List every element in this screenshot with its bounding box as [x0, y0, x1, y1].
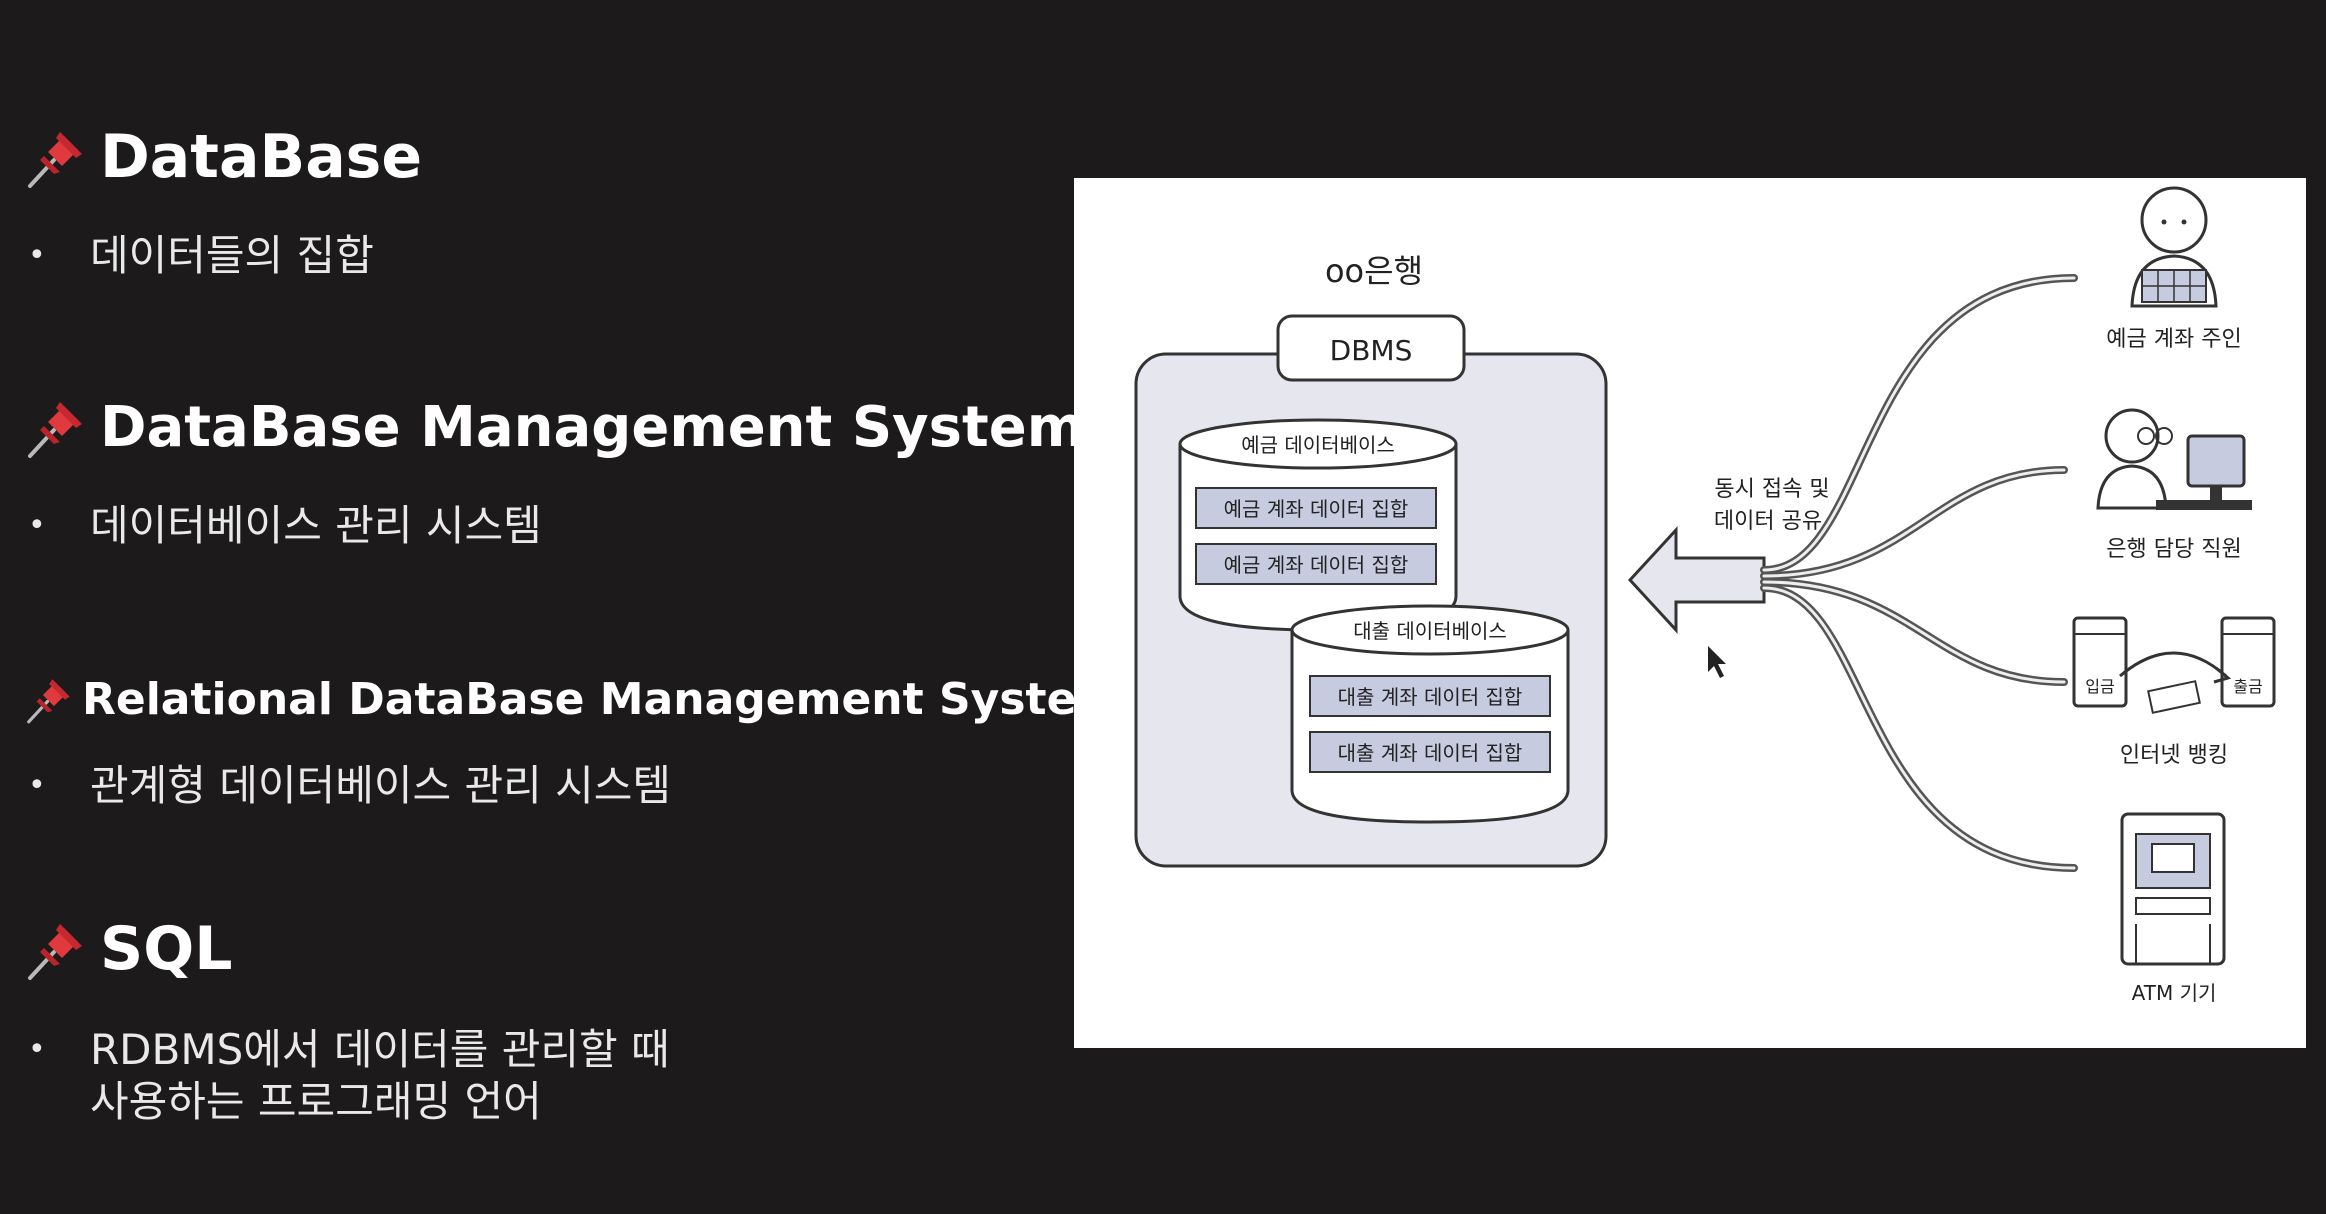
section-title: DataBase Management System — [100, 394, 1086, 460]
shared-access-arrow — [1627, 526, 1766, 634]
deposit-database: 예금 데이터베이스 예금 계좌 데이터 집합 예금 계좌 데이터 집합 — [1178, 418, 1458, 632]
section-title: SQL — [100, 914, 233, 984]
section-title: DataBase — [100, 122, 423, 192]
section-sql: SQL — [24, 910, 232, 988]
deposit-db-label: 예금 데이터베이스 — [1241, 433, 1395, 457]
deposit-owner-figure — [2130, 186, 2218, 308]
section-heading: SQL — [24, 910, 232, 988]
user-label: ATM 기기 — [2132, 981, 2217, 1005]
bank-label: oo은행 — [1325, 252, 1423, 290]
section-heading: DataBase — [24, 118, 422, 196]
pushpin-icon — [27, 679, 70, 724]
loan-row — [1309, 731, 1551, 773]
loan-row-label: 대출 계좌 데이터 집합 — [1338, 741, 1523, 765]
deposit-row — [1195, 487, 1437, 529]
dbms-tab — [1276, 314, 1466, 382]
shared-access-label: 데이터 공유 — [1714, 509, 1822, 534]
user-label: 인터넷 뱅킹 — [2120, 743, 2228, 768]
deposit-row-label: 예금 계좌 데이터 집합 — [1224, 553, 1409, 577]
shared-access-label: 동시 접속 및 — [1714, 477, 1829, 502]
mouse-cursor-icon — [1708, 646, 1726, 678]
loan-db-label: 대출 데이터베이스 — [1353, 619, 1507, 643]
section-title: Relational DataBase Management System — [82, 673, 1123, 725]
banking-in-label: 입금 — [2085, 677, 2114, 696]
dbms-diagram-panel: oo은행 DBMS 예금 데이터베이스 예금 계좌 데이터 집합 예금 계좌 데… — [1074, 178, 2306, 1048]
dbms-diagram: oo은행 DBMS 예금 데이터베이스 예금 계좌 데이터 집합 예금 계좌 데… — [1134, 186, 2276, 1005]
section-dbms: DataBase Management System — [24, 388, 1085, 466]
user-label: 예금 계좌 주인 — [2106, 327, 2241, 352]
pushpin-icon — [28, 924, 82, 980]
deposit-row-label: 예금 계좌 데이터 집합 — [1224, 497, 1409, 521]
pushpin-icon — [28, 132, 82, 188]
dbms-label: DBMS — [1330, 334, 1413, 367]
section-database: DataBase — [24, 118, 422, 196]
pushpin-icon — [28, 402, 82, 458]
loan-row-label: 대출 계좌 데이터 집합 — [1338, 685, 1523, 709]
atm-figure — [2120, 812, 2226, 966]
section-heading: Relational DataBase Management System — [24, 662, 1122, 736]
section-rdbms: Relational DataBase Management System — [24, 662, 1122, 736]
deposit-row — [1195, 543, 1437, 585]
section-heading: DataBase Management System — [24, 388, 1085, 466]
loan-row — [1309, 675, 1551, 717]
banking-out-label: 출금 — [2233, 677, 2262, 696]
bank-employee-figure — [2096, 408, 2252, 510]
internet-banking-figure: 입금 출금 — [2072, 616, 2276, 714]
user-label: 은행 담당 직원 — [2106, 537, 2241, 562]
loan-database: 대출 데이터베이스 대출 계좌 데이터 집합 대출 계좌 데이터 집합 — [1290, 604, 1570, 824]
